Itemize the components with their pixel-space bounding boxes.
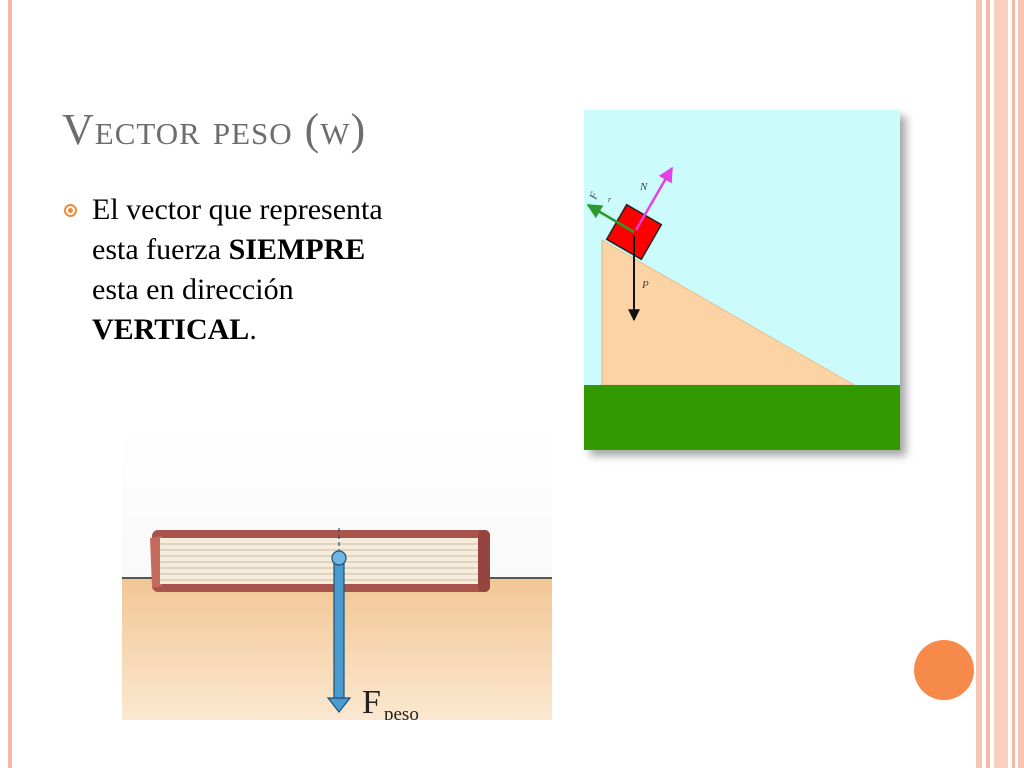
slide-title: Vector peso (w) (62, 105, 367, 154)
normal-force-arrow (634, 166, 674, 231)
bullet-list: El vector que representa esta fuerza SIE… (64, 190, 394, 350)
inclined-plane-figure: N F r P (584, 110, 900, 450)
book (150, 530, 490, 592)
friction-label: F (587, 190, 601, 202)
bullet-text-part3: . (249, 313, 257, 346)
force-label: F (362, 684, 381, 720)
bullet-bold-vertical: VERTICAL (92, 313, 250, 346)
ground-strip (584, 385, 900, 450)
friction-force-arrow (586, 203, 635, 234)
bullet-item: El vector que representa esta fuerza SIE… (64, 190, 394, 350)
weight-vector-arrow (326, 528, 352, 713)
normal-label: N (639, 181, 648, 193)
bullet-text-part1: El vector que representa esta fuerza (92, 193, 383, 266)
bullet-text-part2: esta en dirección (92, 273, 294, 306)
left-border-decoration (8, 0, 12, 768)
weight-label: P (641, 279, 649, 291)
book-on-table-figure: F peso (122, 428, 552, 720)
force-sub-label: peso (384, 704, 419, 720)
friction-sub-label: r (608, 195, 612, 204)
right-border-decoration (976, 0, 1024, 768)
accent-circle-decoration (914, 640, 974, 700)
bullet-bold-siempre: SIEMPRE (228, 233, 366, 266)
bullet-dot-icon (64, 204, 77, 217)
